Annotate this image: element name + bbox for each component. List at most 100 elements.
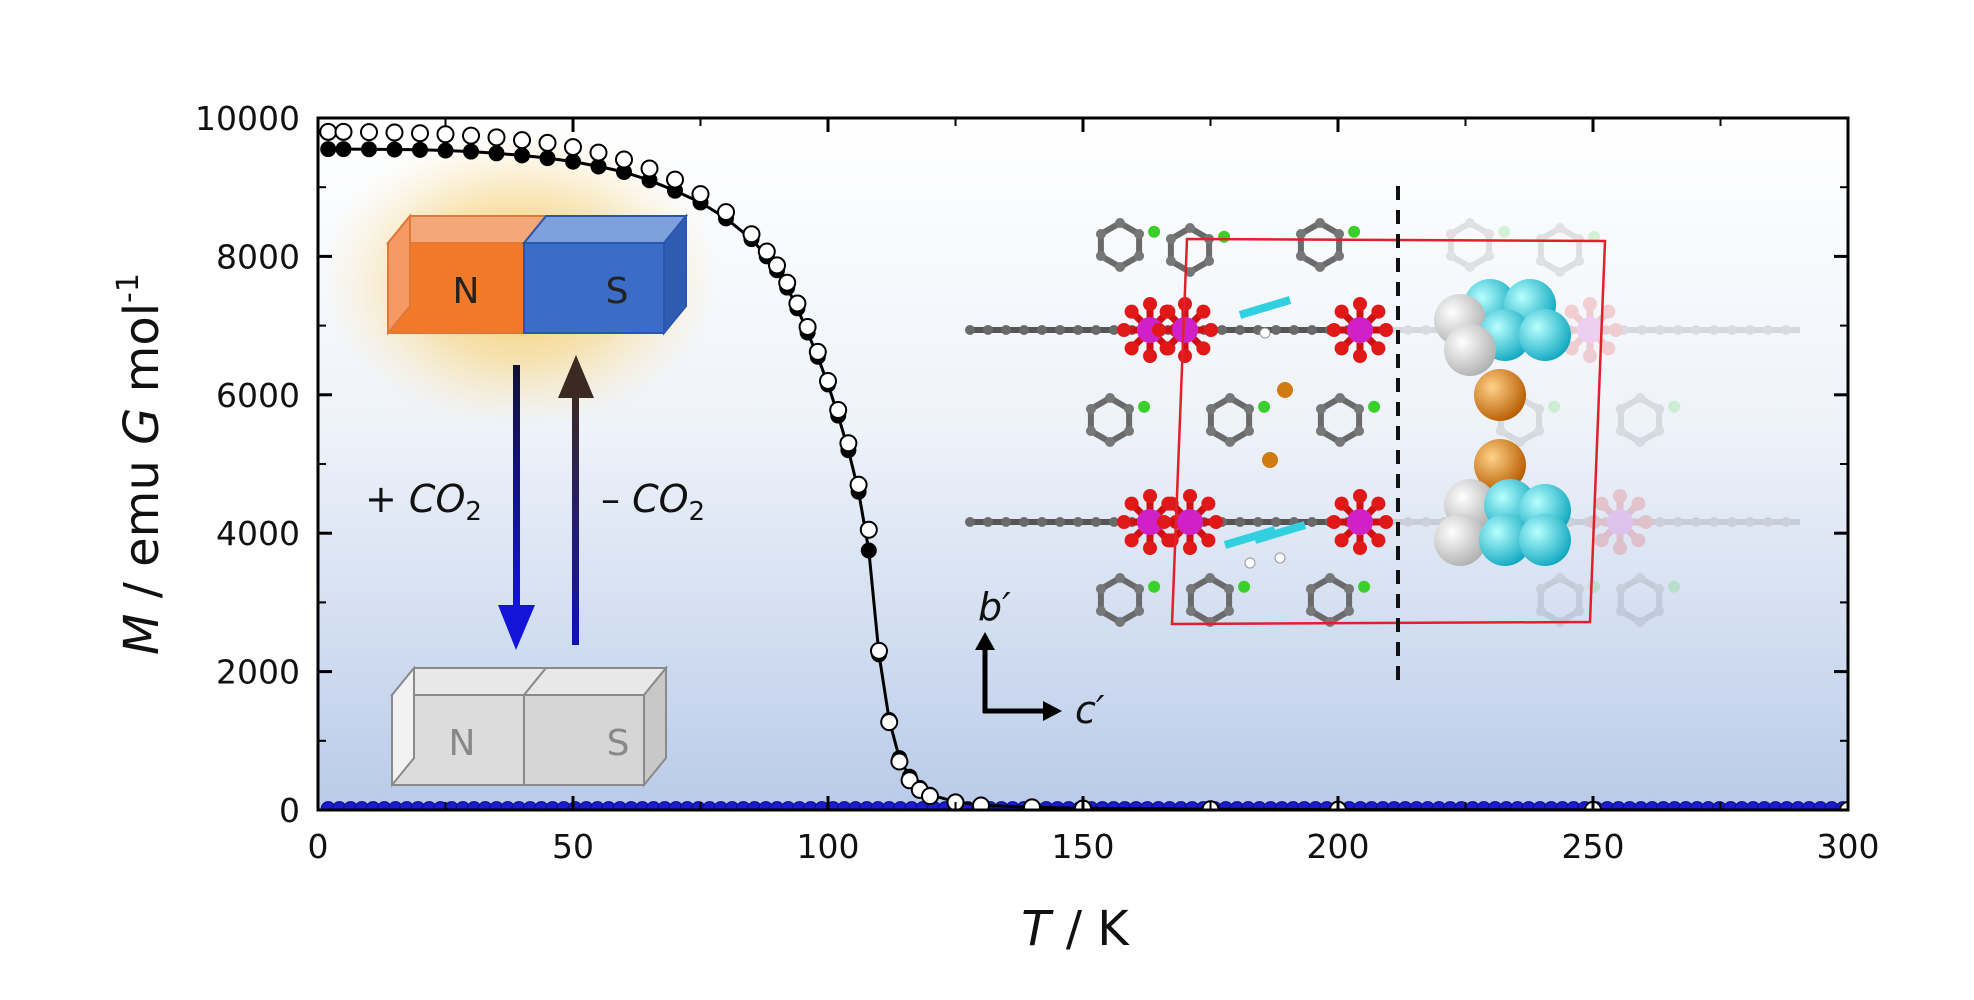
y-axis-sup: -1: [111, 273, 146, 303]
guest-atom: [1479, 514, 1531, 566]
black-point: [860, 542, 877, 559]
crystal-atom: [1495, 426, 1506, 436]
crystal-atom: [1635, 437, 1645, 447]
y-tick-label: 4000: [216, 514, 300, 553]
black-point: [320, 141, 337, 158]
crystal-atom-cl: [1368, 400, 1381, 413]
crystal-atom-o: [1183, 489, 1197, 503]
crystal-atom: [1763, 517, 1773, 527]
crystal-atom-o: [1583, 297, 1597, 311]
crystal-atom: [1655, 325, 1665, 335]
crystal-atom: [1109, 325, 1119, 335]
crystal-atom: [1095, 584, 1106, 594]
crystal-atom: [1315, 426, 1326, 436]
crystal-atom-metal: [1607, 509, 1633, 535]
crystal-atom-o: [1371, 533, 1386, 548]
crystal-atom: [1185, 606, 1196, 616]
plus-sub: 2: [465, 497, 482, 527]
crystal-atom: [1635, 617, 1645, 627]
crystal-bond: [1587, 327, 1611, 351]
open-point: [615, 150, 633, 169]
crystal-atom-o: [1143, 541, 1157, 555]
crystal-atom: [1535, 584, 1546, 594]
crystal-atom-o: [1143, 297, 1157, 311]
x-tick-label: 100: [797, 827, 860, 866]
co2-arrows: [498, 355, 594, 650]
crystal-atom: [965, 325, 975, 335]
open-point: [798, 317, 817, 336]
crystal-atom: [1115, 573, 1125, 583]
black-point: [437, 142, 454, 159]
crystal-atom-h: [1259, 327, 1271, 339]
open-point: [487, 128, 506, 147]
open-point: [513, 131, 531, 150]
crystal-atom: [1335, 437, 1345, 447]
crystal-atom: [1654, 404, 1665, 414]
crystal-atom: [1185, 584, 1196, 594]
axis-c-label: c′: [1075, 688, 1105, 732]
crystal-atom-o: [1353, 489, 1367, 503]
crystal-atom: [1673, 517, 1683, 527]
plus-co: CO: [409, 477, 465, 521]
open-point: [849, 475, 868, 494]
x-axis-var: T: [1021, 901, 1054, 957]
open-point: [360, 123, 378, 142]
open-point: [972, 796, 990, 810]
crystal-atom-o: [1152, 323, 1166, 337]
open-point: [640, 159, 659, 178]
crystal-solid-half: [965, 218, 1393, 627]
plus-prefix: +: [365, 477, 409, 521]
crystal-atom: [1691, 517, 1701, 527]
crystal-atom: [1484, 251, 1495, 261]
black-point: [361, 141, 377, 158]
crystal-atom-o: [1564, 304, 1579, 319]
crystal-atom: [1305, 584, 1316, 594]
crystal-atom: [1224, 606, 1235, 616]
crystal-atom: [1095, 251, 1106, 261]
crystal-atom: [1244, 404, 1255, 414]
crystal-atom-o: [1124, 304, 1139, 319]
crystal-atom: [1289, 325, 1299, 335]
guest-atom: [1474, 369, 1526, 421]
crystal-atom-o: [1117, 515, 1131, 529]
crystal-atom: [1095, 229, 1106, 239]
crystal-atom-cl: [1238, 580, 1251, 593]
open-point: [1023, 798, 1041, 810]
magnet-active: N S: [385, 213, 689, 336]
crystal-atom: [1445, 251, 1456, 261]
crystal-atom: [1555, 573, 1565, 583]
crystal-atom: [1225, 393, 1235, 403]
crystal-atom: [1134, 251, 1145, 261]
y-tick-label: 6000: [216, 376, 300, 415]
crystal-bond-cyan: [1253, 521, 1307, 544]
crystal-atom-cl: [1548, 400, 1561, 413]
crystal-atom: [1465, 218, 1475, 228]
crystal-atom: [1315, 404, 1326, 414]
crystal-atom: [1165, 256, 1176, 266]
open-point: [870, 641, 888, 660]
crystal-atom: [1105, 393, 1115, 403]
open-point: [778, 273, 797, 292]
crystal-atom: [1109, 517, 1119, 527]
crystal-atom: [1615, 606, 1626, 616]
crystal-atom: [1534, 404, 1545, 414]
open-point: [538, 133, 557, 152]
crystal-atom-o: [1601, 304, 1616, 319]
crystal-atom: [1204, 256, 1215, 266]
crystal-atom: [1727, 517, 1737, 527]
crystal-atom: [1295, 229, 1306, 239]
crystal-atom-cl: [1258, 400, 1271, 413]
crystal-atom-metal: [1137, 509, 1163, 535]
crystal-atom-o: [1639, 515, 1653, 529]
crystal-atom: [1115, 218, 1125, 228]
crystal-atom-o: [1117, 323, 1131, 337]
crystal-atom: [1205, 404, 1216, 414]
open-point: [890, 752, 909, 771]
open-point: [768, 256, 786, 275]
crystal-atom: [983, 325, 993, 335]
crystal-atom: [1134, 606, 1145, 616]
crystal-atom-o: [1601, 341, 1616, 356]
y-axis-var2: G: [114, 408, 170, 445]
black-point: [616, 163, 632, 180]
